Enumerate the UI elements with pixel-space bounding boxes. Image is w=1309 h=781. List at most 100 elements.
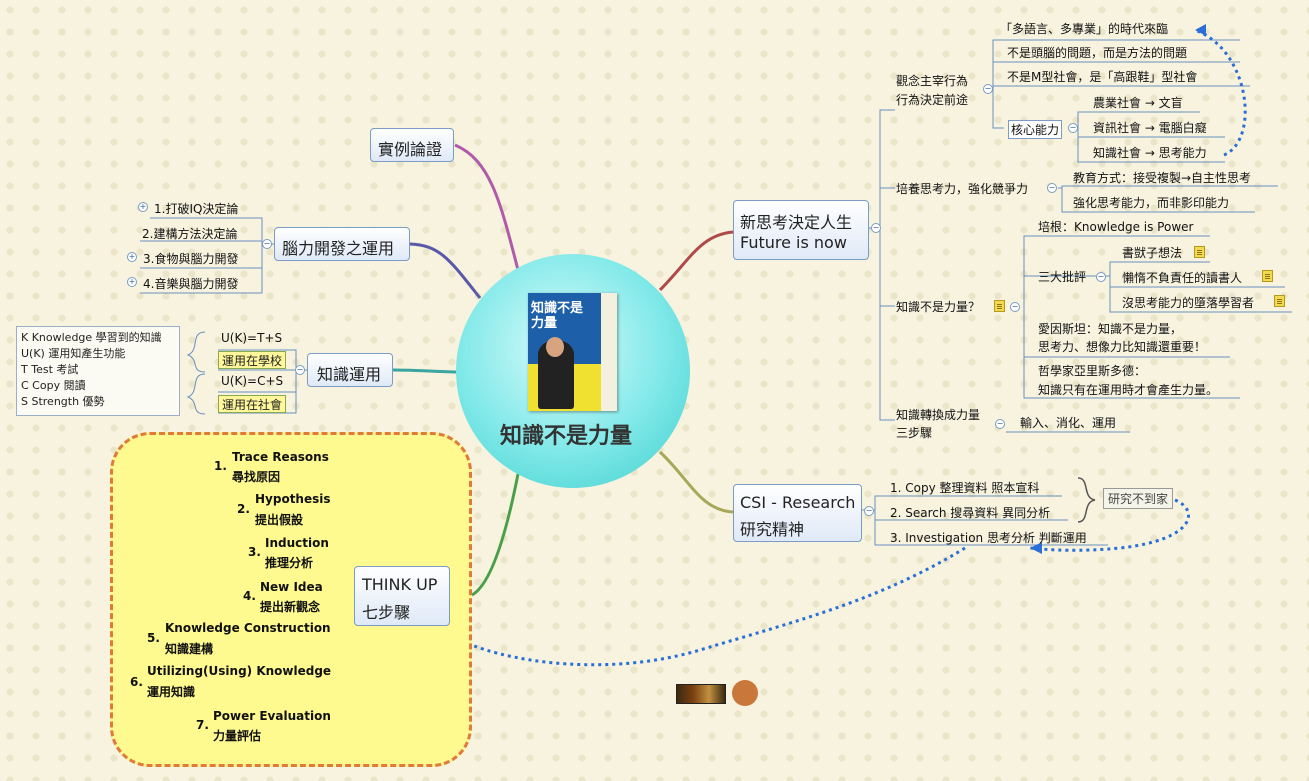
footer-seal-logo bbox=[732, 680, 758, 706]
think-up-sublabel: 七步驟 bbox=[362, 603, 411, 622]
critique-label[interactable]: 三大批評 bbox=[1038, 270, 1087, 284]
csi-toggle[interactable]: − bbox=[864, 506, 874, 516]
transform-label-2[interactable]: 三步驟 bbox=[896, 426, 933, 440]
formula-school: U(K)=T+S bbox=[221, 331, 283, 345]
csi-callout[interactable]: 研究不到家 bbox=[1103, 488, 1174, 509]
critique-item-3[interactable]: 沒思考能力的墮落學習者 bbox=[1122, 296, 1255, 310]
cultivate-item-1[interactable]: 教育方式：接受複製→自主性思考 bbox=[1073, 171, 1252, 185]
step-6-en[interactable]: Utilizing(Using) Knowledge bbox=[147, 664, 332, 678]
brain-item-4-toggle[interactable]: + bbox=[127, 277, 137, 287]
examples-label: 實例論證 bbox=[378, 140, 443, 159]
concept-label-2[interactable]: 行為決定前途 bbox=[896, 93, 969, 107]
step-1-en[interactable]: Trace Reasons bbox=[232, 450, 329, 464]
legend-line: U(K) 運用知產生功能 bbox=[21, 347, 126, 360]
formula-legend: K Knowledge 學習到的知識 U(K) 運用知產生功能 T Test 考… bbox=[16, 326, 180, 416]
brain-item-2[interactable]: 2.建構方法決定論 bbox=[142, 227, 238, 241]
examples-node[interactable]: 實例論證 bbox=[370, 128, 454, 162]
einstein-line-1[interactable]: 愛因斯坦：知識不是力量， bbox=[1038, 322, 1183, 336]
step-3-zh: 推理分析 bbox=[265, 556, 314, 570]
knowledge-use-node[interactable]: 知識運用 bbox=[307, 353, 393, 387]
central-topic-title: 知識不是力量 bbox=[500, 424, 633, 449]
step-1-number: 1. bbox=[214, 459, 227, 473]
step-7-number: 7. bbox=[196, 718, 209, 732]
book-cover-face bbox=[546, 337, 564, 357]
csi-label: CSI - Research bbox=[740, 493, 856, 512]
csi-item-1[interactable]: 1. Copy 整理資料 照本宣科 bbox=[890, 481, 1040, 495]
new-thinking-toggle[interactable]: − bbox=[871, 223, 881, 233]
think-up-label: THINK UP bbox=[362, 575, 438, 594]
note-icon[interactable] bbox=[1194, 246, 1205, 258]
core-ability-toggle[interactable]: − bbox=[1068, 123, 1078, 133]
concept-item-2[interactable]: 不是頭腦的問題，而是方法的問題 bbox=[1007, 46, 1188, 60]
step-6-zh: 運用知識 bbox=[147, 685, 196, 699]
csi-sublabel: 研究精神 bbox=[740, 520, 805, 539]
step-2-number: 2. bbox=[237, 502, 250, 516]
step-4-en[interactable]: New Idea bbox=[260, 580, 323, 594]
new-thinking-node[interactable]: 新思考決定人生 Future is now bbox=[733, 200, 869, 260]
step-4-number: 4. bbox=[243, 589, 256, 603]
cultivate-item-2[interactable]: 強化思考能力，而非影印能力 bbox=[1073, 196, 1230, 210]
legend-line: T Test 考試 bbox=[21, 363, 79, 376]
brain-item-4[interactable]: 4.音樂與腦力開發 bbox=[143, 277, 239, 291]
note-icon[interactable] bbox=[994, 300, 1005, 312]
brain-item-1-toggle[interactable]: + bbox=[138, 202, 148, 212]
concept-item-1[interactable]: 「多語言、多專業」的時代來臨 bbox=[1000, 22, 1169, 36]
legend-line: K Knowledge 學習到的知識 bbox=[21, 331, 162, 344]
transform-item[interactable]: 輸入、消化、運用 bbox=[1020, 416, 1117, 430]
brain-item-3-toggle[interactable]: + bbox=[127, 252, 137, 262]
brain-item-1[interactable]: 1.打破IQ決定論 bbox=[154, 202, 239, 216]
step-1-zh: 尋找原因 bbox=[232, 470, 281, 484]
knowledge-use-toggle[interactable]: − bbox=[295, 365, 305, 375]
critique-item-1[interactable]: 書獃子想法 bbox=[1122, 246, 1183, 260]
csi-item-2[interactable]: 2. Search 搜尋資料 異同分析 bbox=[890, 506, 1051, 520]
footer-banner-image bbox=[676, 684, 726, 704]
aristotle-line-1[interactable]: 哲學家亞里斯多德： bbox=[1038, 364, 1147, 378]
legend-line: C Copy 閱讀 bbox=[21, 379, 86, 392]
concept-toggle[interactable]: − bbox=[983, 84, 993, 94]
step-5-en[interactable]: Knowledge Construction bbox=[165, 621, 331, 635]
concept-item-3[interactable]: 不是M型社會，是「高跟鞋」型社會 bbox=[1007, 70, 1198, 84]
book-cover-image: 知識不是力量 bbox=[528, 293, 617, 411]
core-item-1[interactable]: 農業社會 → 文盲 bbox=[1093, 96, 1183, 110]
new-thinking-label: 新思考決定人生 bbox=[740, 213, 853, 232]
step-2-zh: 提出假設 bbox=[255, 513, 304, 527]
step-4-zh: 提出新觀念 bbox=[260, 600, 321, 614]
step-3-en[interactable]: Induction bbox=[265, 536, 329, 550]
society-tag: 運用在社會 bbox=[218, 395, 287, 413]
brain-expand-toggle[interactable]: − bbox=[262, 239, 272, 249]
einstein-line-2[interactable]: 思考力、想像力比知識還重要！ bbox=[1038, 340, 1207, 354]
book-cover-spine bbox=[601, 293, 617, 411]
step-7-zh: 力量評估 bbox=[213, 729, 262, 743]
transform-label-1[interactable]: 知識轉換成力量 bbox=[896, 408, 981, 422]
cultivate-toggle[interactable]: − bbox=[1047, 183, 1057, 193]
transform-toggle[interactable]: − bbox=[995, 419, 1005, 429]
brain-item-3[interactable]: 3.食物與腦力開發 bbox=[143, 252, 239, 266]
step-2-en[interactable]: Hypothesis bbox=[255, 492, 331, 506]
concept-label-1[interactable]: 觀念主宰行為 bbox=[896, 74, 969, 88]
critique-item-2[interactable]: 懶惰不負責任的讀書人 bbox=[1122, 271, 1243, 285]
not-power-toggle[interactable]: − bbox=[1010, 302, 1020, 312]
csi-item-3[interactable]: 3. Investigation 思考分析 判斷運用 bbox=[890, 531, 1087, 545]
core-item-3[interactable]: 知識社會 → 思考能力 bbox=[1093, 146, 1207, 160]
think-up-node[interactable]: THINK UP 七步驟 bbox=[354, 566, 450, 626]
note-icon[interactable] bbox=[1262, 270, 1273, 282]
school-tag: 運用在學校 bbox=[218, 351, 287, 369]
step-6-number: 6. bbox=[130, 675, 143, 689]
csi-research-node[interactable]: CSI - Research 研究精神 bbox=[733, 484, 862, 542]
brain-development-node[interactable]: 腦力開發之運用 bbox=[274, 227, 410, 261]
not-power-label[interactable]: 知識不是力量？ bbox=[896, 300, 981, 314]
critique-toggle[interactable]: − bbox=[1096, 272, 1106, 282]
formula-society: U(K)=C+S bbox=[221, 374, 284, 388]
note-icon[interactable] bbox=[1274, 295, 1285, 307]
core-ability-label[interactable]: 核心能力 bbox=[1008, 120, 1063, 139]
aristotle-line-2[interactable]: 知識只有在運用時才會產生力量。 bbox=[1038, 383, 1219, 397]
book-cover-title: 知識不是力量 bbox=[531, 301, 584, 331]
step-5-zh: 知識建構 bbox=[165, 642, 214, 656]
step-7-en[interactable]: Power Evaluation bbox=[213, 709, 331, 723]
knowledge-use-label: 知識運用 bbox=[317, 365, 382, 384]
cultivate-label[interactable]: 培養思考力，強化競爭力 bbox=[896, 182, 1029, 196]
root-item[interactable]: 培根：Knowledge is Power bbox=[1038, 220, 1194, 234]
core-item-2[interactable]: 資訊社會 → 電腦白癡 bbox=[1093, 121, 1207, 135]
new-thinking-sublabel: Future is now bbox=[740, 233, 847, 252]
